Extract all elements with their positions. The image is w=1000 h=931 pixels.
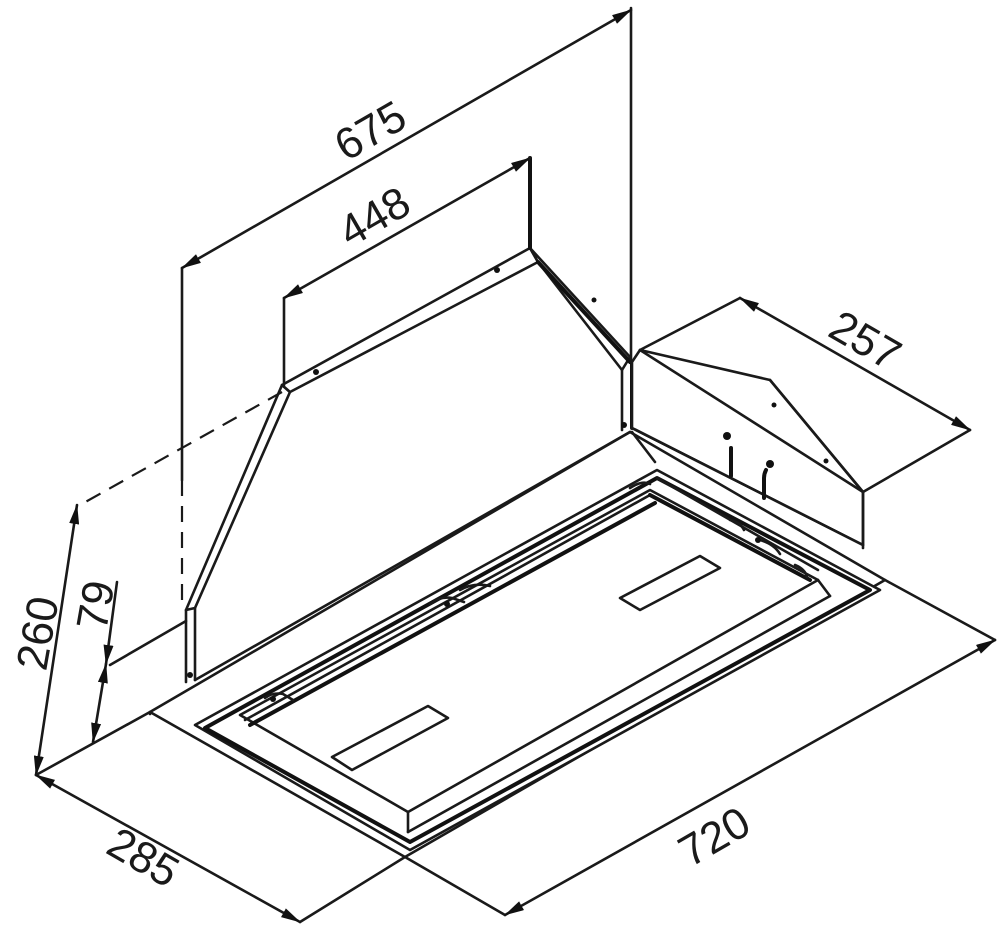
dim-label-260: 260 (8, 593, 69, 674)
motor-box (630, 296, 972, 550)
dim-label-720: 720 (671, 798, 759, 877)
dim-label-257: 257 (821, 301, 909, 380)
filter-clip-right-b (728, 518, 809, 579)
dimension-260: 260 (8, 503, 80, 777)
dimension-448: 448 (79, 156, 532, 506)
dim-label-79: 79 (68, 577, 125, 634)
filter-clip-left (263, 692, 295, 702)
filter-clip-right-a (628, 481, 652, 490)
cable-inlet-right (762, 460, 774, 500)
dimension-79: 79 (68, 577, 125, 744)
dim-label-675: 675 (327, 92, 415, 171)
dim-label-285: 285 (99, 818, 187, 897)
light-window-front (330, 704, 450, 772)
cable-inlet-left (723, 432, 733, 478)
filter-clip-middle (428, 583, 492, 607)
dim-label-448: 448 (331, 178, 419, 257)
dimension-675: 675 (180, 6, 633, 600)
light-window-rear (618, 554, 722, 612)
